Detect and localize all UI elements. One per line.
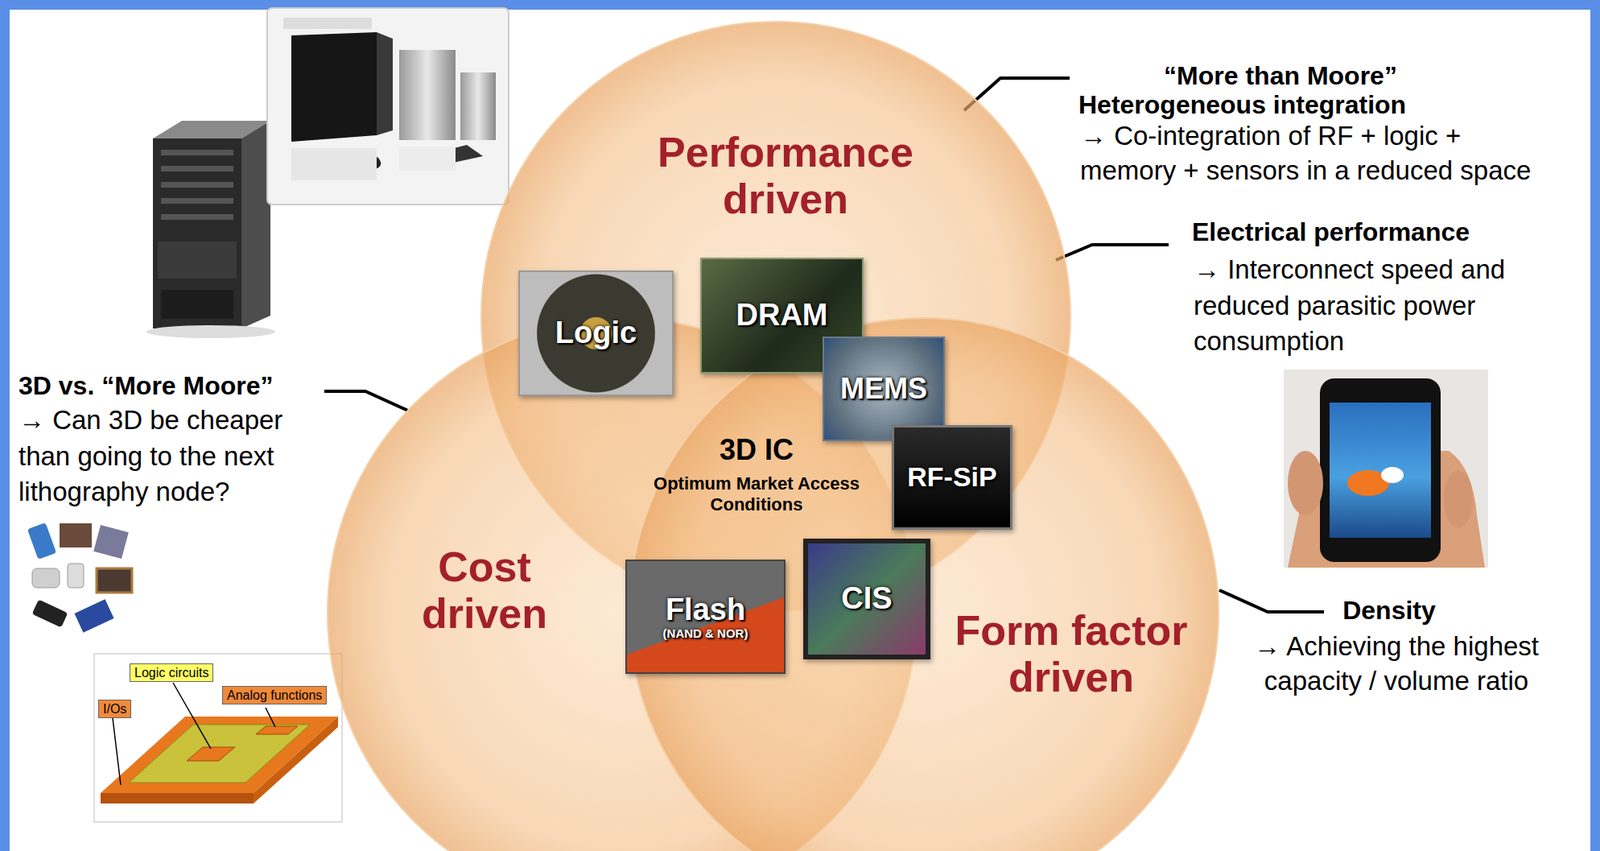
console-photo-part — [376, 32, 393, 136]
logic-circuits-tag: Logic circuits — [129, 663, 214, 682]
tag-label: I/Os — [103, 701, 127, 717]
analog-functions-tag: Analog functions — [222, 685, 327, 705]
console-photo-part — [399, 49, 456, 141]
server-photo-part — [241, 120, 271, 329]
consumer-devices-photo — [27, 522, 132, 633]
phone-photo-part — [1381, 466, 1404, 483]
chip-label: Logic — [555, 316, 637, 351]
consumer-devices-photo-part — [93, 524, 129, 559]
tag-label: Analog functions — [226, 687, 322, 703]
rf-sip-chip: RF-SiP — [891, 424, 1013, 530]
circle-title: Form factor driven — [934, 606, 1209, 701]
callout-text: → Co-integration of RF + logic + memory … — [1080, 119, 1563, 189]
center-subtitle: Optimum Market Access Conditions — [635, 473, 878, 516]
server-photo-part — [152, 138, 242, 329]
center-title: 3D IC — [719, 432, 794, 467]
consumer-devices-photo-part — [59, 523, 92, 548]
chip-layout-figure-part — [186, 746, 236, 761]
leader-lines-part — [324, 391, 409, 411]
phone-photo-part — [1319, 378, 1441, 562]
callout-text: → Achieving the highest capacity / volum… — [1219, 629, 1574, 699]
phone-photo-part — [1287, 450, 1324, 516]
phone-photo-part — [1283, 369, 1489, 568]
chip-label: CIS — [841, 581, 892, 616]
chip-layout-figure-part — [255, 725, 298, 735]
circle-title: Performance driven — [640, 128, 931, 223]
chip-layout-figure-part — [94, 653, 343, 822]
phone-photo — [1283, 369, 1489, 568]
server-photo-part — [160, 165, 234, 172]
callout-heading: Density — [1342, 595, 1436, 626]
callout-text: → Can 3D be cheaper than going to the ne… — [18, 402, 333, 511]
chip-label: Flash — [665, 593, 746, 627]
chip-layout-figure-part — [265, 707, 276, 727]
chip-label: DRAM — [736, 298, 829, 333]
callout-text: → Interconnect speed and reduced parasit… — [1193, 251, 1564, 360]
console-photo-part — [291, 32, 377, 142]
consumer-devices-photo-part — [74, 598, 114, 632]
chip-label: MEMS — [840, 372, 928, 405]
server-photo-part — [160, 289, 234, 319]
server-photo — [146, 120, 276, 339]
chip-label: RF-SiP — [907, 461, 997, 492]
chip-layout-figure-part — [128, 724, 310, 783]
phone-photo-part — [1329, 402, 1431, 538]
console-photo-part — [460, 72, 496, 141]
phone-photo-part — [1443, 470, 1473, 528]
leader-lines-part — [1055, 244, 1169, 260]
flash-chip: Flash(NAND & NOR) — [625, 559, 786, 674]
tag-label: Logic circuits — [134, 664, 209, 681]
circle-title: Cost driven — [379, 543, 590, 637]
server-photo-part — [160, 197, 234, 204]
console-photo — [267, 8, 509, 205]
leader-lines-part — [1219, 589, 1324, 612]
logic-chip: Logic — [518, 270, 674, 396]
chip-label: (NAND & NOR) — [663, 626, 749, 641]
chip-layout-figure — [94, 653, 343, 822]
chip-layout-figure-part — [100, 792, 254, 804]
consumer-devices-photo-part — [27, 522, 57, 560]
server-photo-part — [160, 181, 234, 188]
server-photo-part — [157, 241, 237, 279]
console-photo-part — [283, 17, 372, 29]
console-photo-part — [291, 148, 377, 181]
chip-layout-figure-part — [173, 682, 211, 749]
server-photo-part — [146, 325, 276, 339]
callout-heading: Electrical performance — [1191, 217, 1470, 248]
consumer-devices-photo-part — [67, 563, 84, 588]
callout-heading: 3D vs. “More Moore” — [18, 371, 274, 401]
consumer-devices-photo-part — [32, 598, 69, 627]
server-photo-part — [160, 149, 234, 156]
console-photo-part — [267, 8, 509, 205]
io-tag: I/Os — [98, 699, 132, 718]
callout-heading: Heterogeneous integration — [1078, 90, 1407, 120]
callout-heading: “More than Moore” — [1163, 61, 1398, 91]
consumer-devices-photo-part — [96, 568, 132, 593]
chip-layout-figure-part — [112, 717, 121, 785]
cis-chip: CIS — [803, 538, 931, 660]
console-photo-part — [399, 146, 456, 171]
server-photo-part — [160, 214, 234, 220]
consumer-devices-photo-part — [32, 568, 60, 588]
